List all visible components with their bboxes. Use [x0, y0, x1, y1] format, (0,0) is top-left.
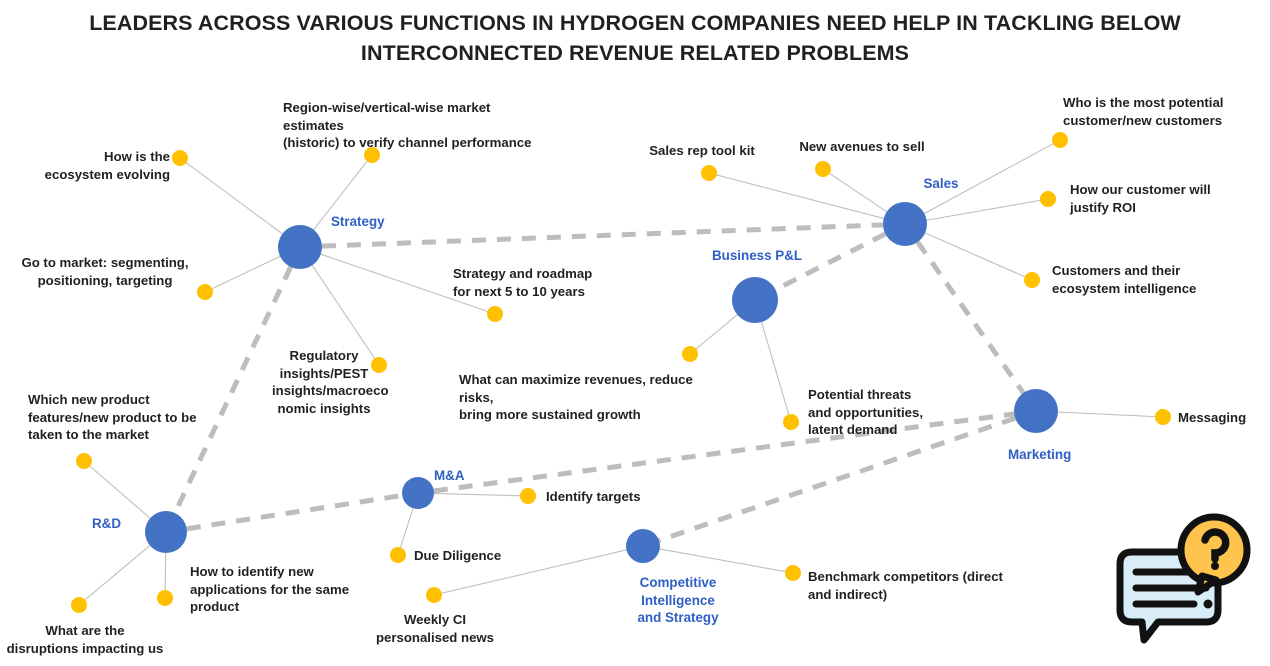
edge-sales-rep-tool-kit: [716, 174, 885, 220]
leaf-node-new-product-features[interactable]: [76, 453, 92, 469]
leaf-label-regulatory-insights: Regulatory insights/PEST insights/macroe…: [272, 348, 389, 416]
leaf-node-due-diligence[interactable]: [390, 547, 406, 563]
edge-justify-roi: [925, 199, 1041, 221]
hub-node-ci[interactable]: [626, 529, 660, 563]
hub-label-rnd: R&D: [92, 516, 122, 531]
edge-disruptions: [84, 544, 152, 601]
hub-node-business[interactable]: [732, 277, 778, 323]
title-line-2: INTERCONNECTED REVENUE RELATED PROBLEMS: [360, 41, 910, 65]
edge-region-wise: [312, 160, 368, 231]
hub-link-layer: [172, 222, 1026, 543]
leaf-label-customers-ecosystem: Customers and their ecosystem intelligen…: [1052, 263, 1197, 296]
edge-maximize-revenues: [695, 313, 739, 350]
hub-label-mna: M&A: [434, 468, 465, 483]
page-title: LEADERS ACROSS VARIOUS FUNCTIONS IN HYDR…: [0, 8, 1270, 68]
leaf-label-messaging: Messaging: [1178, 410, 1247, 425]
edge-regulatory-insights: [311, 264, 376, 359]
hub-node-rnd[interactable]: [145, 511, 187, 553]
leaf-node-benchmark-competitors[interactable]: [785, 565, 801, 581]
hub-label-marketing: Marketing: [1008, 447, 1072, 462]
leaf-label-disruptions: What are the disruptions impacting us: [6, 623, 164, 656]
edge-new-product-features: [89, 465, 152, 520]
leaf-node-identify-targets[interactable]: [520, 488, 536, 504]
leaf-label-new-avenues: New avenues to sell: [799, 139, 925, 154]
leaf-node-sales-rep-tool-kit[interactable]: [701, 165, 717, 181]
leaf-label-region-wise: Region-wise/vertical-wise market estimat…: [283, 100, 532, 150]
leaf-node-go-to-market[interactable]: [197, 284, 213, 300]
hublink-strategy-rnd: [172, 265, 293, 515]
edge-messaging: [1056, 411, 1156, 418]
leaf-label-sales-rep-tool-kit: Sales rep tool kit: [649, 143, 755, 158]
leaf-label-identify-new-apps: How to identify new applications for the…: [190, 564, 350, 614]
edge-potential-threats: [760, 320, 790, 415]
leaf-label-go-to-market: Go to market: segmenting, positioning, t…: [21, 255, 189, 288]
leaf-node-maximize-revenues[interactable]: [682, 346, 698, 362]
leaf-node-region-wise[interactable]: [364, 147, 380, 163]
leaf-node-customers-ecosystem[interactable]: [1024, 272, 1040, 288]
leaf-node-weekly-ci-news[interactable]: [426, 587, 442, 603]
leaf-node-new-avenues[interactable]: [815, 161, 831, 177]
leaf-label-ecosystem-evolving: How is the ecosystem evolving: [44, 149, 170, 182]
leaf-node-strategy-roadmap[interactable]: [487, 306, 503, 322]
hublink-sales-business: [774, 231, 887, 292]
leaf-label-potential-threats: Potential threats and opportunities, lat…: [808, 387, 924, 437]
leaf-label-identify-targets: Identify targets: [546, 489, 641, 504]
leaf-node-disruptions[interactable]: [71, 597, 87, 613]
hublink-rnd-mna: [186, 492, 403, 532]
hub-node-sales[interactable]: [883, 202, 927, 246]
hub-node-strategy[interactable]: [278, 225, 322, 269]
hub-node-marketing[interactable]: [1014, 389, 1058, 433]
leaf-label-benchmark-competitors: Benchmark competitors (direct and indire…: [808, 569, 1003, 602]
hublink-mna-marketing: [433, 411, 1015, 494]
leaf-node-regulatory-insights[interactable]: [371, 357, 387, 373]
leaf-node-identify-new-apps[interactable]: [157, 590, 173, 606]
leaf-label-justify-roi: How our customer will justify ROI: [1070, 182, 1211, 215]
hublink-strategy-sales: [321, 222, 884, 249]
hub-label-ci: Competitive Intelligence and Strategy: [637, 575, 719, 625]
leaf-node-potential-threats[interactable]: [783, 414, 799, 430]
edge-ecosystem-evolving: [186, 162, 284, 235]
title-line-1: LEADERS ACROSS VARIOUS FUNCTIONS IN HYDR…: [89, 11, 1181, 35]
leaf-node-ecosystem-evolving[interactable]: [172, 150, 188, 166]
leaf-label-strategy-roadmap: Strategy and roadmap for next 5 to 10 ye…: [453, 266, 593, 299]
chat-help-icon: [1116, 513, 1251, 644]
edge-identify-targets: [432, 492, 521, 497]
edge-customers-ecosystem: [923, 231, 1025, 278]
leaf-node-most-potential-cust[interactable]: [1052, 132, 1068, 148]
leaf-label-due-diligence: Due Diligence: [414, 548, 502, 563]
edge-weekly-ci-news: [441, 549, 628, 594]
leaf-label-new-product-features: Which new product features/new product t…: [28, 392, 197, 442]
edge-most-potential-cust: [923, 143, 1054, 215]
node-layer: [71, 132, 1171, 613]
edge-layer: [84, 143, 1156, 601]
edge-due-diligence: [399, 507, 414, 548]
hub-label-sales: Sales: [923, 176, 959, 191]
hublink-sales-marketing: [915, 240, 1026, 395]
edge-benchmark-competitors: [658, 548, 786, 573]
leaf-node-justify-roi[interactable]: [1040, 191, 1056, 207]
edge-go-to-market: [211, 255, 282, 290]
hub-label-strategy: Strategy: [331, 214, 385, 229]
leaf-label-weekly-ci-news: Weekly CI personalised news: [376, 612, 494, 645]
question-mark-bubble-icon: [1177, 513, 1251, 596]
leaf-label-maximize-revenues: What can maximize revenues, reduce risks…: [459, 372, 693, 422]
hub-label-business: Business P&L: [712, 248, 803, 263]
edge-identify-new-apps: [164, 551, 167, 591]
hublink-marketing-ci: [658, 415, 1017, 543]
leaf-node-messaging[interactable]: [1155, 409, 1171, 425]
edge-new-avenues: [829, 172, 888, 213]
edge-strategy-roadmap: [319, 253, 488, 312]
hub-node-mna[interactable]: [402, 477, 434, 509]
leaf-label-most-potential-cust: Who is the most potential customer/new c…: [1063, 95, 1224, 128]
